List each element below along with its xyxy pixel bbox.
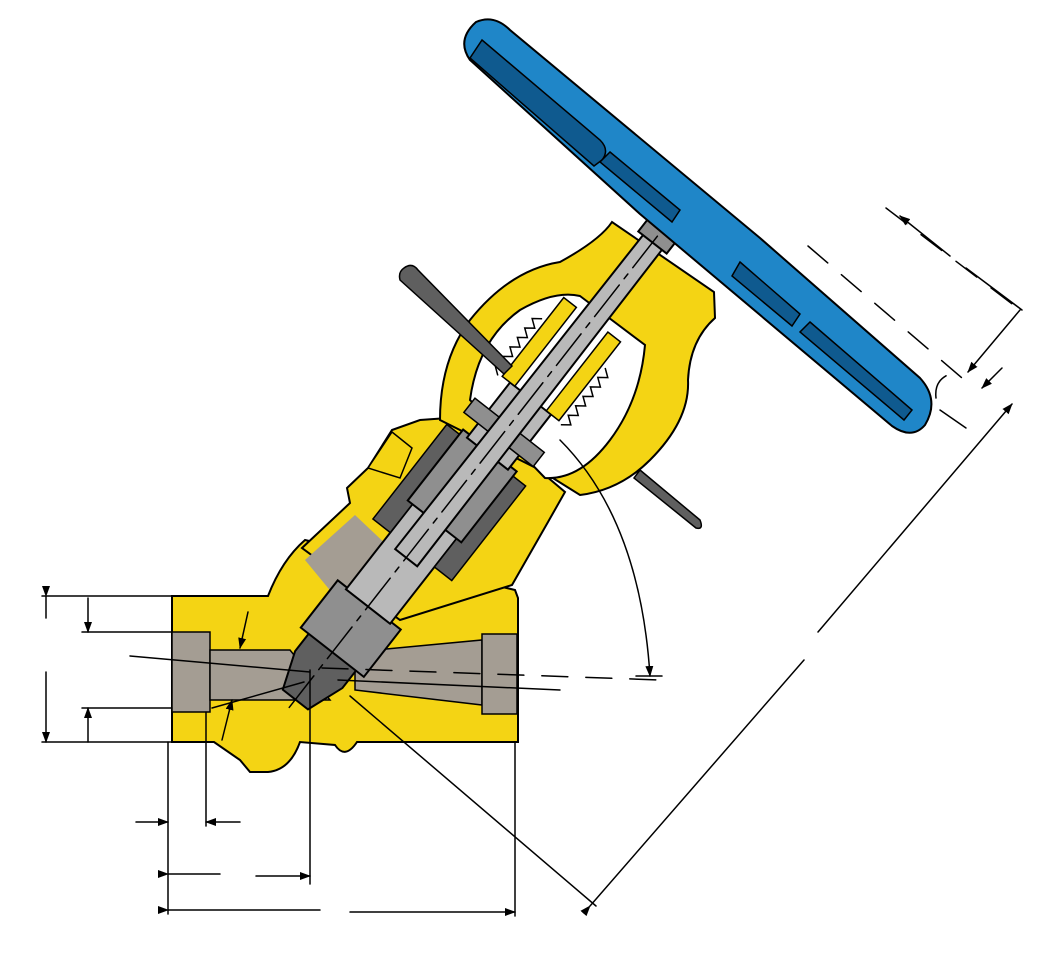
handwheel-spoke-groove-4 [798,320,914,422]
handle-lower-right [632,468,703,530]
spring-lower [560,367,609,426]
dim-ext-hw-right [885,207,1021,311]
dim-hw-clear-b [981,367,1003,389]
stem-centerline [288,194,691,709]
yoke-handles [398,264,703,530]
handwheel-spoke-groove-1 [469,38,607,167]
dim-hw-tick [939,409,967,429]
dim-bore-arrow-top [238,611,249,649]
dim-stroke-a [899,215,951,257]
dim-overall-b [817,403,1013,633]
dim-angle-arc [559,439,654,677]
handle-upper-left [398,264,514,376]
handwheel-spoke-groove-3 [731,260,801,328]
flow-axis-line [321,667,661,681]
handwheel-spoke-groove-2 [598,150,681,224]
dim-hw-clear-a [967,309,1021,373]
dim-ext-hw-top [807,245,963,379]
inlet-socket [171,631,211,713]
flow-bore [171,515,518,715]
dim-bore-arrow-bottom [221,699,234,741]
dim-ext-base-diag [349,695,597,907]
dim-hw-corner [935,373,963,399]
bore-centerline-left [129,655,311,673]
bonnet-flange-left [366,430,413,479]
neck-passage [305,515,390,600]
handwheel [463,18,933,434]
bore-centerline-right [211,681,305,709]
packing-sleeve-2 [545,330,622,422]
flow-axis-line-2 [337,679,561,691]
dimension-lines [41,207,1023,917]
dim-overall-a [580,659,805,917]
dim-stroke-b [965,267,1023,311]
packing-sleeve [501,296,578,388]
